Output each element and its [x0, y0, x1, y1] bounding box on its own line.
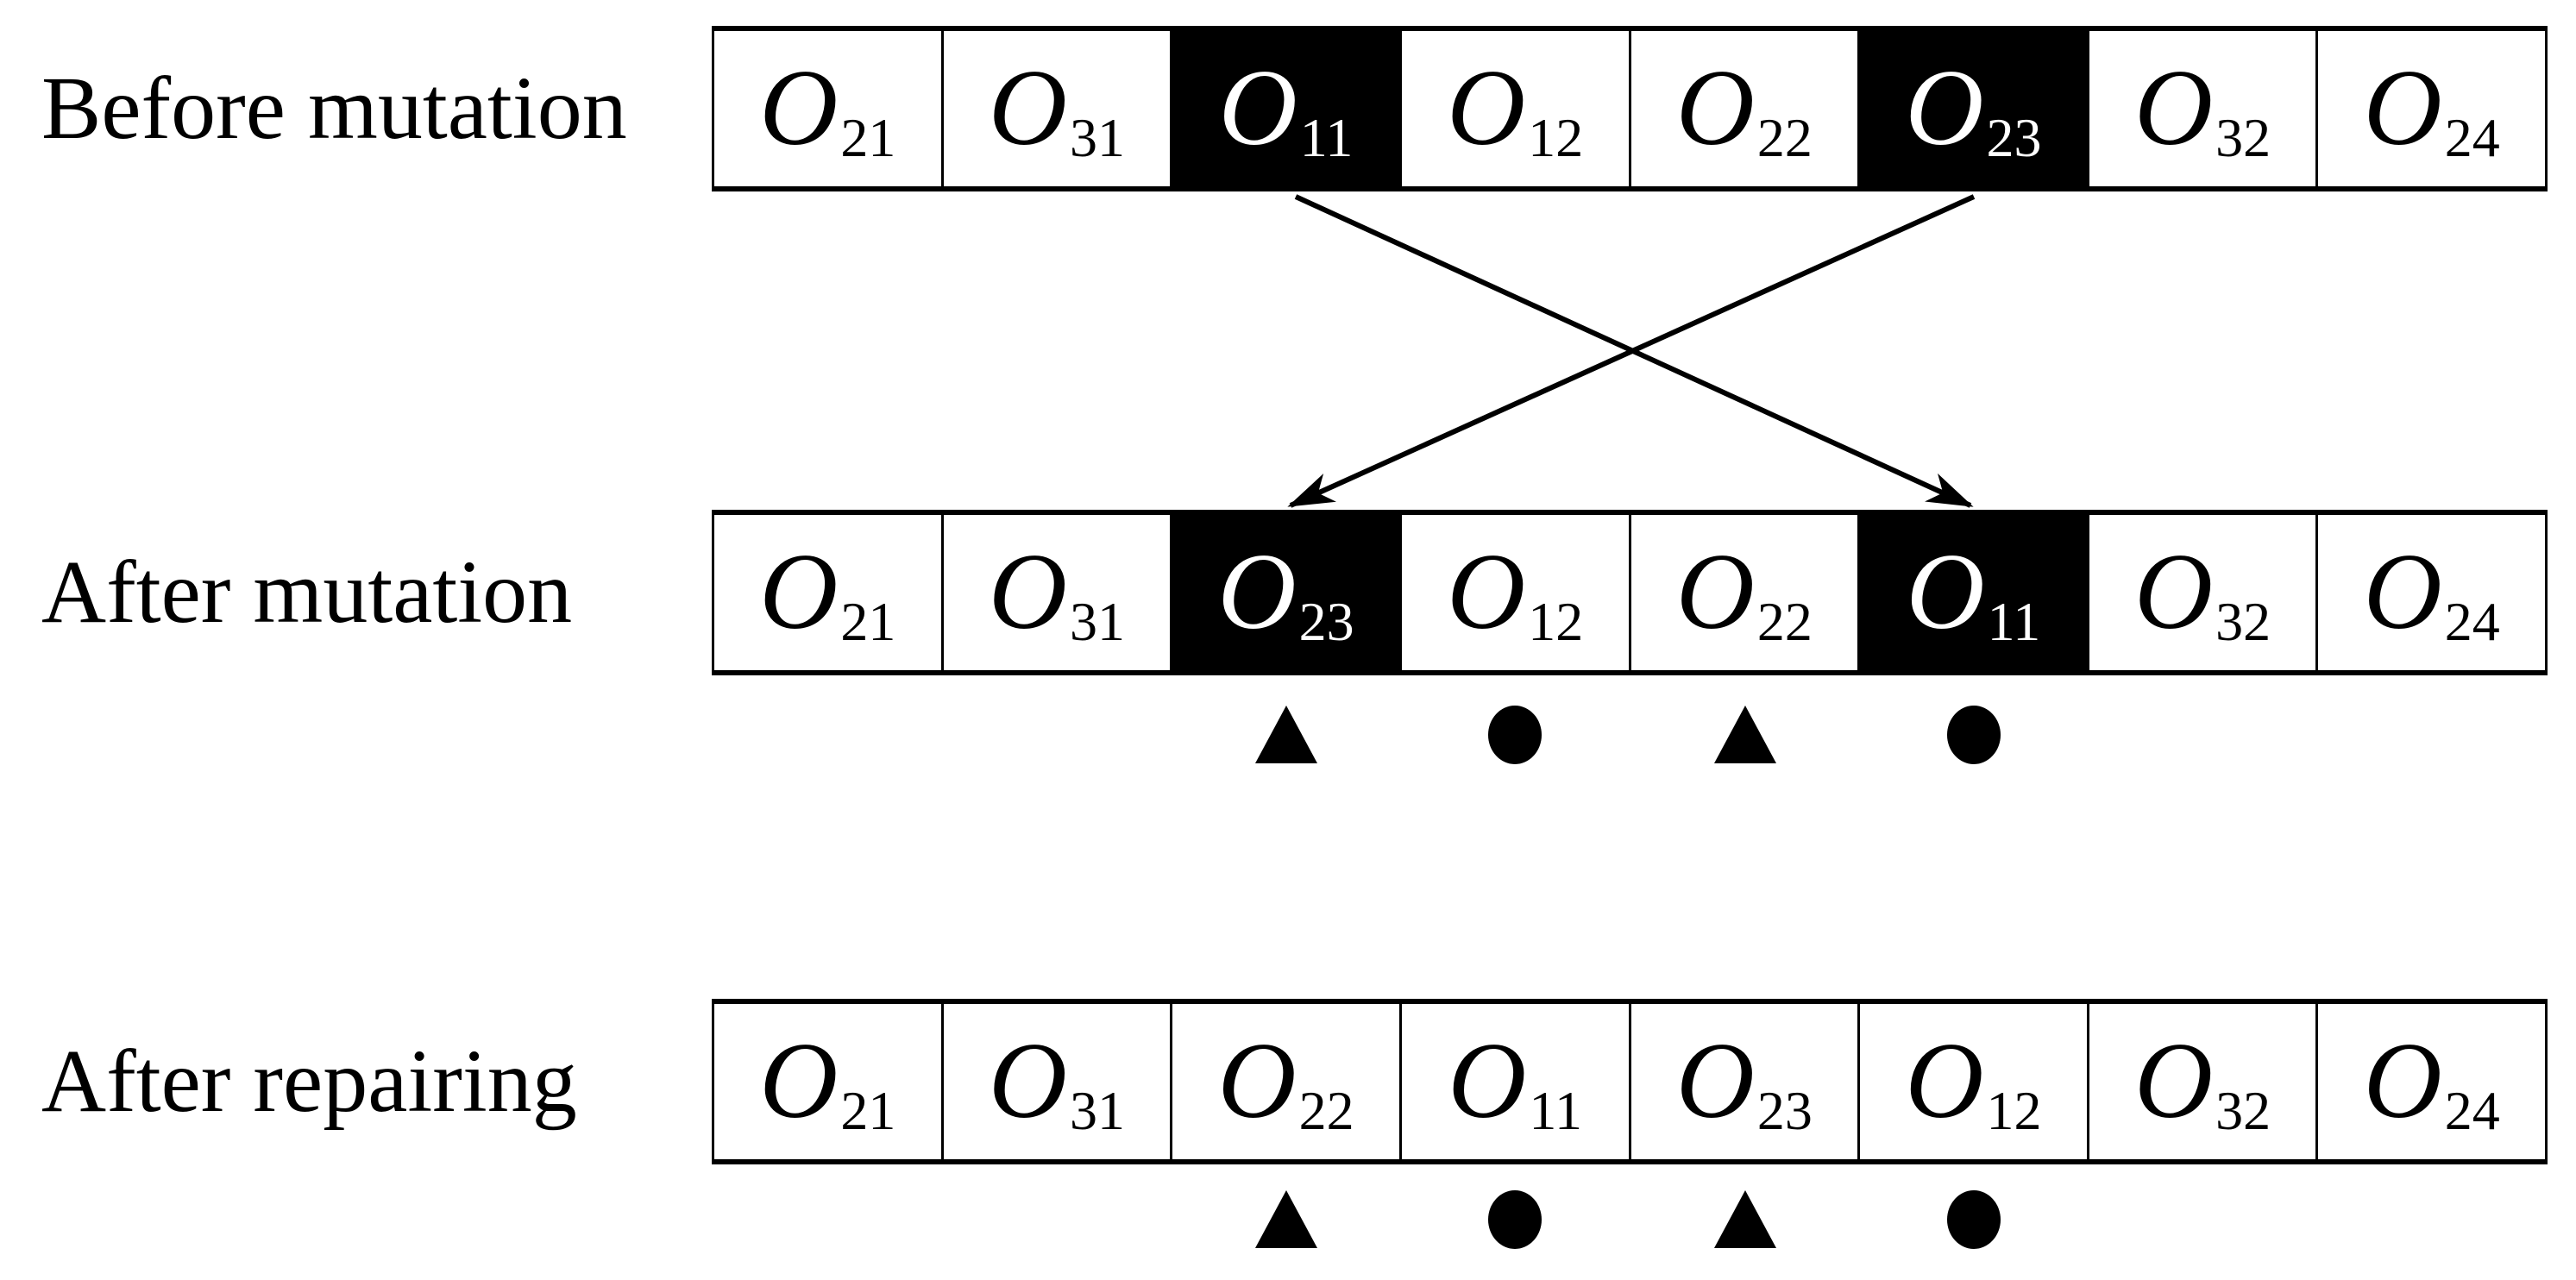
marker-row-after-mutation: [712, 706, 2548, 766]
operation-symbol: O: [1675, 48, 1755, 168]
operation-symbol: O: [1217, 1021, 1297, 1141]
row-label-after-mutation: After mutation: [41, 543, 573, 642]
operation-symbol: O: [2134, 48, 2214, 168]
operation-subscript: 23: [1756, 1080, 1813, 1141]
operation-subscript: 24: [2444, 1080, 2500, 1141]
operation-subscript: 21: [840, 591, 896, 652]
operation-subscript: 12: [1528, 591, 1584, 652]
circle-marker: [1488, 1190, 1542, 1249]
operation-symbol: O: [2134, 532, 2214, 652]
operation-subscript: 32: [2215, 591, 2271, 652]
operation-symbol: O: [1905, 1021, 1984, 1141]
row-label-after-repairing: After repairing: [41, 1032, 577, 1131]
operation-subscript: 22: [1298, 1080, 1354, 1141]
row-label-before-mutation: Before mutation: [41, 59, 627, 158]
swap-arrow-o11-to-pos6: [1294, 194, 1974, 508]
circle-marker: [1947, 1190, 2001, 1249]
operation-symbol: O: [1906, 532, 1985, 652]
operation-symbol: O: [988, 48, 1067, 168]
triangle-marker: [1255, 1190, 1317, 1248]
operation-symbol: O: [1675, 1021, 1755, 1141]
operation-symbol: O: [759, 1021, 839, 1141]
operation-symbol: O: [1218, 48, 1297, 168]
operation-subscript: 12: [1986, 1080, 2042, 1141]
operation-symbol: O: [2134, 1021, 2214, 1141]
operation-subscript: 23: [1986, 107, 2042, 168]
operation-symbol: O: [759, 532, 839, 652]
operation-symbol: O: [988, 1021, 1067, 1141]
operation-symbol: O: [759, 48, 839, 168]
operation-symbol: O: [2363, 532, 2442, 652]
operation-subscript: 21: [840, 107, 896, 168]
operation-subscript: 31: [1069, 107, 1125, 168]
swap-arrow-o23-to-pos3: [1287, 194, 1976, 508]
operation-subscript: 24: [2444, 107, 2500, 168]
operation-symbol: O: [1447, 532, 1526, 652]
operation-symbol: O: [2363, 48, 2442, 168]
operation-subscript: 31: [1069, 591, 1125, 652]
operation-subscript: 22: [1756, 107, 1813, 168]
operation-symbol: O: [2363, 1021, 2442, 1141]
operation-subscript: 12: [1528, 107, 1584, 168]
operation-symbol: O: [1217, 532, 1297, 652]
operation-subscript: 31: [1069, 1080, 1125, 1141]
operation-symbol: O: [988, 532, 1067, 652]
operation-subscript: 22: [1756, 591, 1813, 652]
operation-symbol: O: [1905, 48, 1984, 168]
operation-subscript: 24: [2444, 591, 2500, 652]
triangle-marker: [1714, 1190, 1776, 1248]
operation-subscript: 32: [2215, 107, 2271, 168]
operation-symbol: O: [1448, 1021, 1527, 1141]
marker-row-after-repairing: [712, 1190, 2548, 1251]
circle-marker: [1488, 706, 1542, 764]
operation-subscript: 11: [1987, 591, 2041, 652]
operation-subscript: 11: [1299, 107, 1354, 168]
operation-subscript: 32: [2215, 1080, 2271, 1141]
operation-subscript: 21: [840, 1080, 896, 1141]
operation-subscript: 11: [1529, 1080, 1582, 1141]
triangle-marker: [1255, 706, 1317, 763]
triangle-marker: [1714, 706, 1776, 763]
operation-symbol: O: [1447, 48, 1526, 168]
operation-symbol: O: [1675, 532, 1755, 652]
operation-subscript: 23: [1298, 591, 1354, 652]
circle-marker: [1947, 706, 2001, 764]
